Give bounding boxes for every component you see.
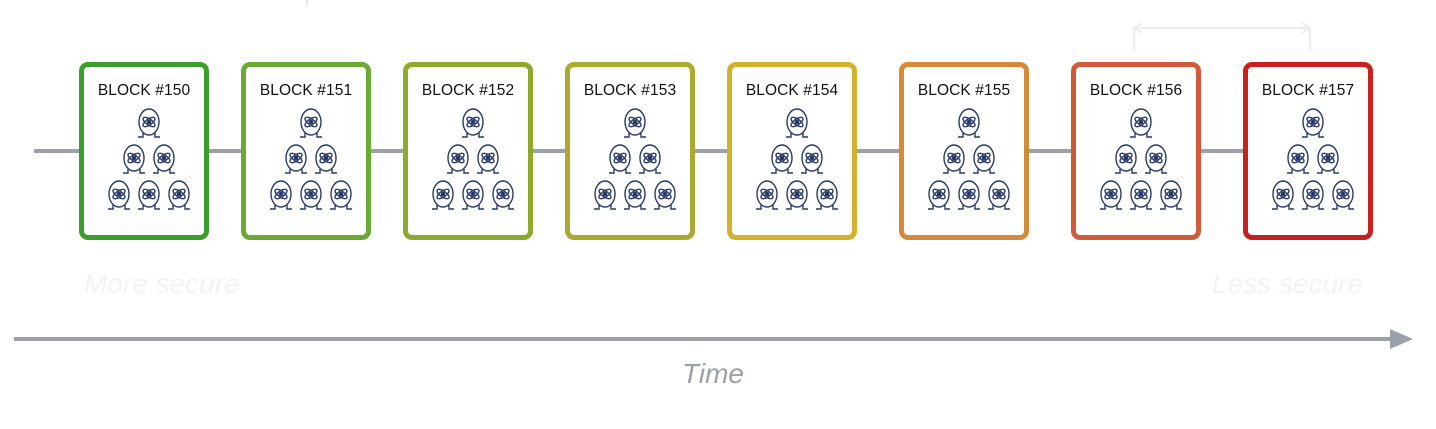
block-label: BLOCK #156 [1089,82,1183,99]
transaction-glyph-icon [447,144,469,174]
block-2: BLOCK #152 [403,62,533,240]
bracket-arrow [1133,27,1311,50]
transaction-glyph-icon [1272,180,1294,210]
block-5: BLOCK #155 [899,62,1029,240]
transaction-pyramid [1100,108,1182,210]
block-0: BLOCK #150 [79,62,209,240]
transaction-glyph-icon [1332,180,1354,210]
transaction-pyramid [270,108,352,210]
block-label: BLOCK #157 [1261,82,1355,99]
transaction-glyph-icon [1145,144,1167,174]
block-3: BLOCK #153 [565,62,695,240]
transaction-glyph-icon [462,180,484,210]
transaction-glyph-icon [756,180,778,210]
transaction-glyph-icon [594,180,616,210]
transaction-pyramid [756,108,838,210]
arrow-head-icon [1390,329,1413,349]
transaction-glyph-icon [477,144,499,174]
transaction-glyph-icon [123,144,145,174]
transaction-pyramid [928,108,1010,210]
transaction-glyph-icon [1115,144,1137,174]
transaction-glyph-icon [492,180,514,210]
transaction-glyph-icon [771,144,793,174]
transaction-glyph-icon [270,180,292,210]
transaction-glyph-icon [138,180,160,210]
transaction-glyph-icon [1302,180,1324,210]
transaction-glyph-icon [1130,180,1152,210]
transaction-glyph-icon [609,144,631,174]
transaction-glyph-icon [315,144,337,174]
transaction-glyph-icon [654,180,676,210]
block-label: BLOCK #150 [97,82,191,99]
transaction-glyph-icon [432,180,454,210]
transaction-pyramid [108,108,190,210]
transaction-pyramid [594,108,676,210]
time-label: Time [682,358,744,389]
transaction-glyph-icon [108,180,130,210]
transaction-glyph-icon [153,144,175,174]
block-label: BLOCK #154 [745,82,839,99]
block-label: BLOCK #153 [583,82,677,99]
transaction-glyph-icon [285,144,307,174]
transaction-glyph-icon [462,108,484,138]
block-4: BLOCK #154 [727,62,857,240]
transaction-glyph-icon [624,180,646,210]
transaction-glyph-icon [973,144,995,174]
transaction-glyph-icon [928,180,950,210]
transaction-glyph-icon [943,144,965,174]
block-1: BLOCK #151 [241,62,371,240]
transaction-glyph-icon [786,108,808,138]
transaction-glyph-icon [816,180,838,210]
transaction-glyph-icon [801,144,823,174]
transaction-glyph-icon [786,180,808,210]
transaction-glyph-icon [300,180,322,210]
block-label: BLOCK #155 [917,82,1011,99]
transaction-glyph-icon [1160,180,1182,210]
transaction-glyph-icon [330,180,352,210]
transaction-glyph-icon [1130,108,1152,138]
transaction-glyph-icon [958,180,980,210]
transaction-glyph-icon [1317,144,1339,174]
transaction-glyph-icon [639,144,661,174]
block-6: BLOCK #156 [1071,62,1201,240]
block-7: BLOCK #157 [1243,62,1373,240]
transaction-glyph-icon [958,108,980,138]
transaction-glyph-icon [168,180,190,210]
transaction-glyph-icon [300,108,322,138]
transaction-pyramid [1272,108,1354,210]
more-secure-label: More secure [84,268,240,299]
block-label: BLOCK #151 [259,82,353,99]
bracket-annotation [306,0,1312,50]
transaction-glyph-icon [138,108,160,138]
less-secure-label: Less secure [1212,268,1363,299]
transaction-pyramid [432,108,514,210]
transaction-glyph-icon [1302,108,1324,138]
transaction-glyph-icon [1287,144,1309,174]
transaction-glyph-icon [988,180,1010,210]
transaction-glyph-icon [1100,180,1122,210]
transaction-glyph-icon [624,108,646,138]
block-label: BLOCK #152 [421,82,515,99]
